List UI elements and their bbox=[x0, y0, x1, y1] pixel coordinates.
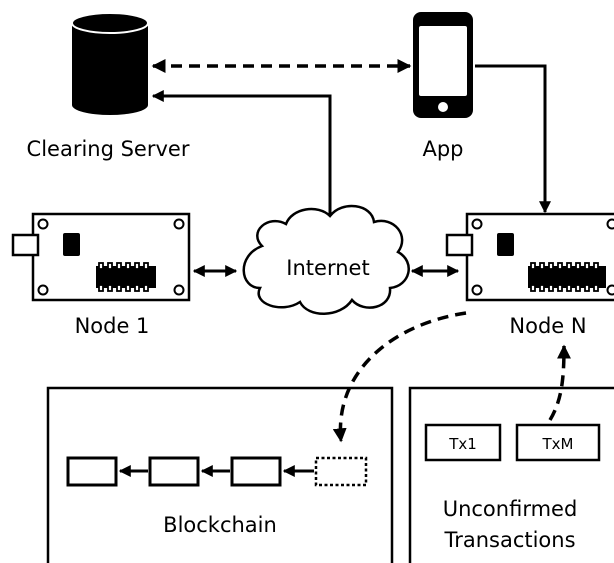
internet-server-arrow bbox=[151, 90, 332, 218]
app-nodeN-arrow bbox=[475, 64, 551, 214]
txm-label: TxM bbox=[542, 435, 574, 453]
node1-label: Node 1 bbox=[75, 314, 150, 338]
blockchain-panel bbox=[46, 386, 394, 563]
block-1 bbox=[66, 456, 118, 487]
unconfirmed-panel bbox=[408, 386, 614, 563]
tx1-label: Tx1 bbox=[448, 435, 477, 453]
clearing-server-label: Clearing Server bbox=[27, 137, 190, 161]
tx-nodeN-dashed-arrow bbox=[548, 344, 571, 421]
database-icon bbox=[71, 12, 149, 115]
unconfirmed-label-line2: Transactions bbox=[443, 528, 575, 552]
blockchain-blocks bbox=[66, 456, 368, 487]
blockchain-label: Blockchain bbox=[163, 513, 277, 537]
internet-cloud-icon bbox=[242, 204, 410, 315]
block-3 bbox=[230, 456, 282, 487]
pending-block bbox=[314, 456, 368, 487]
node1-board-icon bbox=[11, 212, 191, 302]
app-label: App bbox=[422, 137, 463, 161]
block-2 bbox=[148, 456, 200, 487]
internet-label: Internet bbox=[286, 256, 369, 280]
tx1-box bbox=[424, 423, 502, 462]
unconfirmed-label-line1: Unconfirmed bbox=[443, 497, 578, 521]
nodeN-label: Node N bbox=[509, 314, 586, 338]
smartphone-icon bbox=[413, 12, 473, 118]
txm-box bbox=[515, 423, 601, 462]
nodeN-board-icon bbox=[445, 212, 614, 302]
nodeN-blockchain-dashed-arrow bbox=[332, 311, 467, 443]
